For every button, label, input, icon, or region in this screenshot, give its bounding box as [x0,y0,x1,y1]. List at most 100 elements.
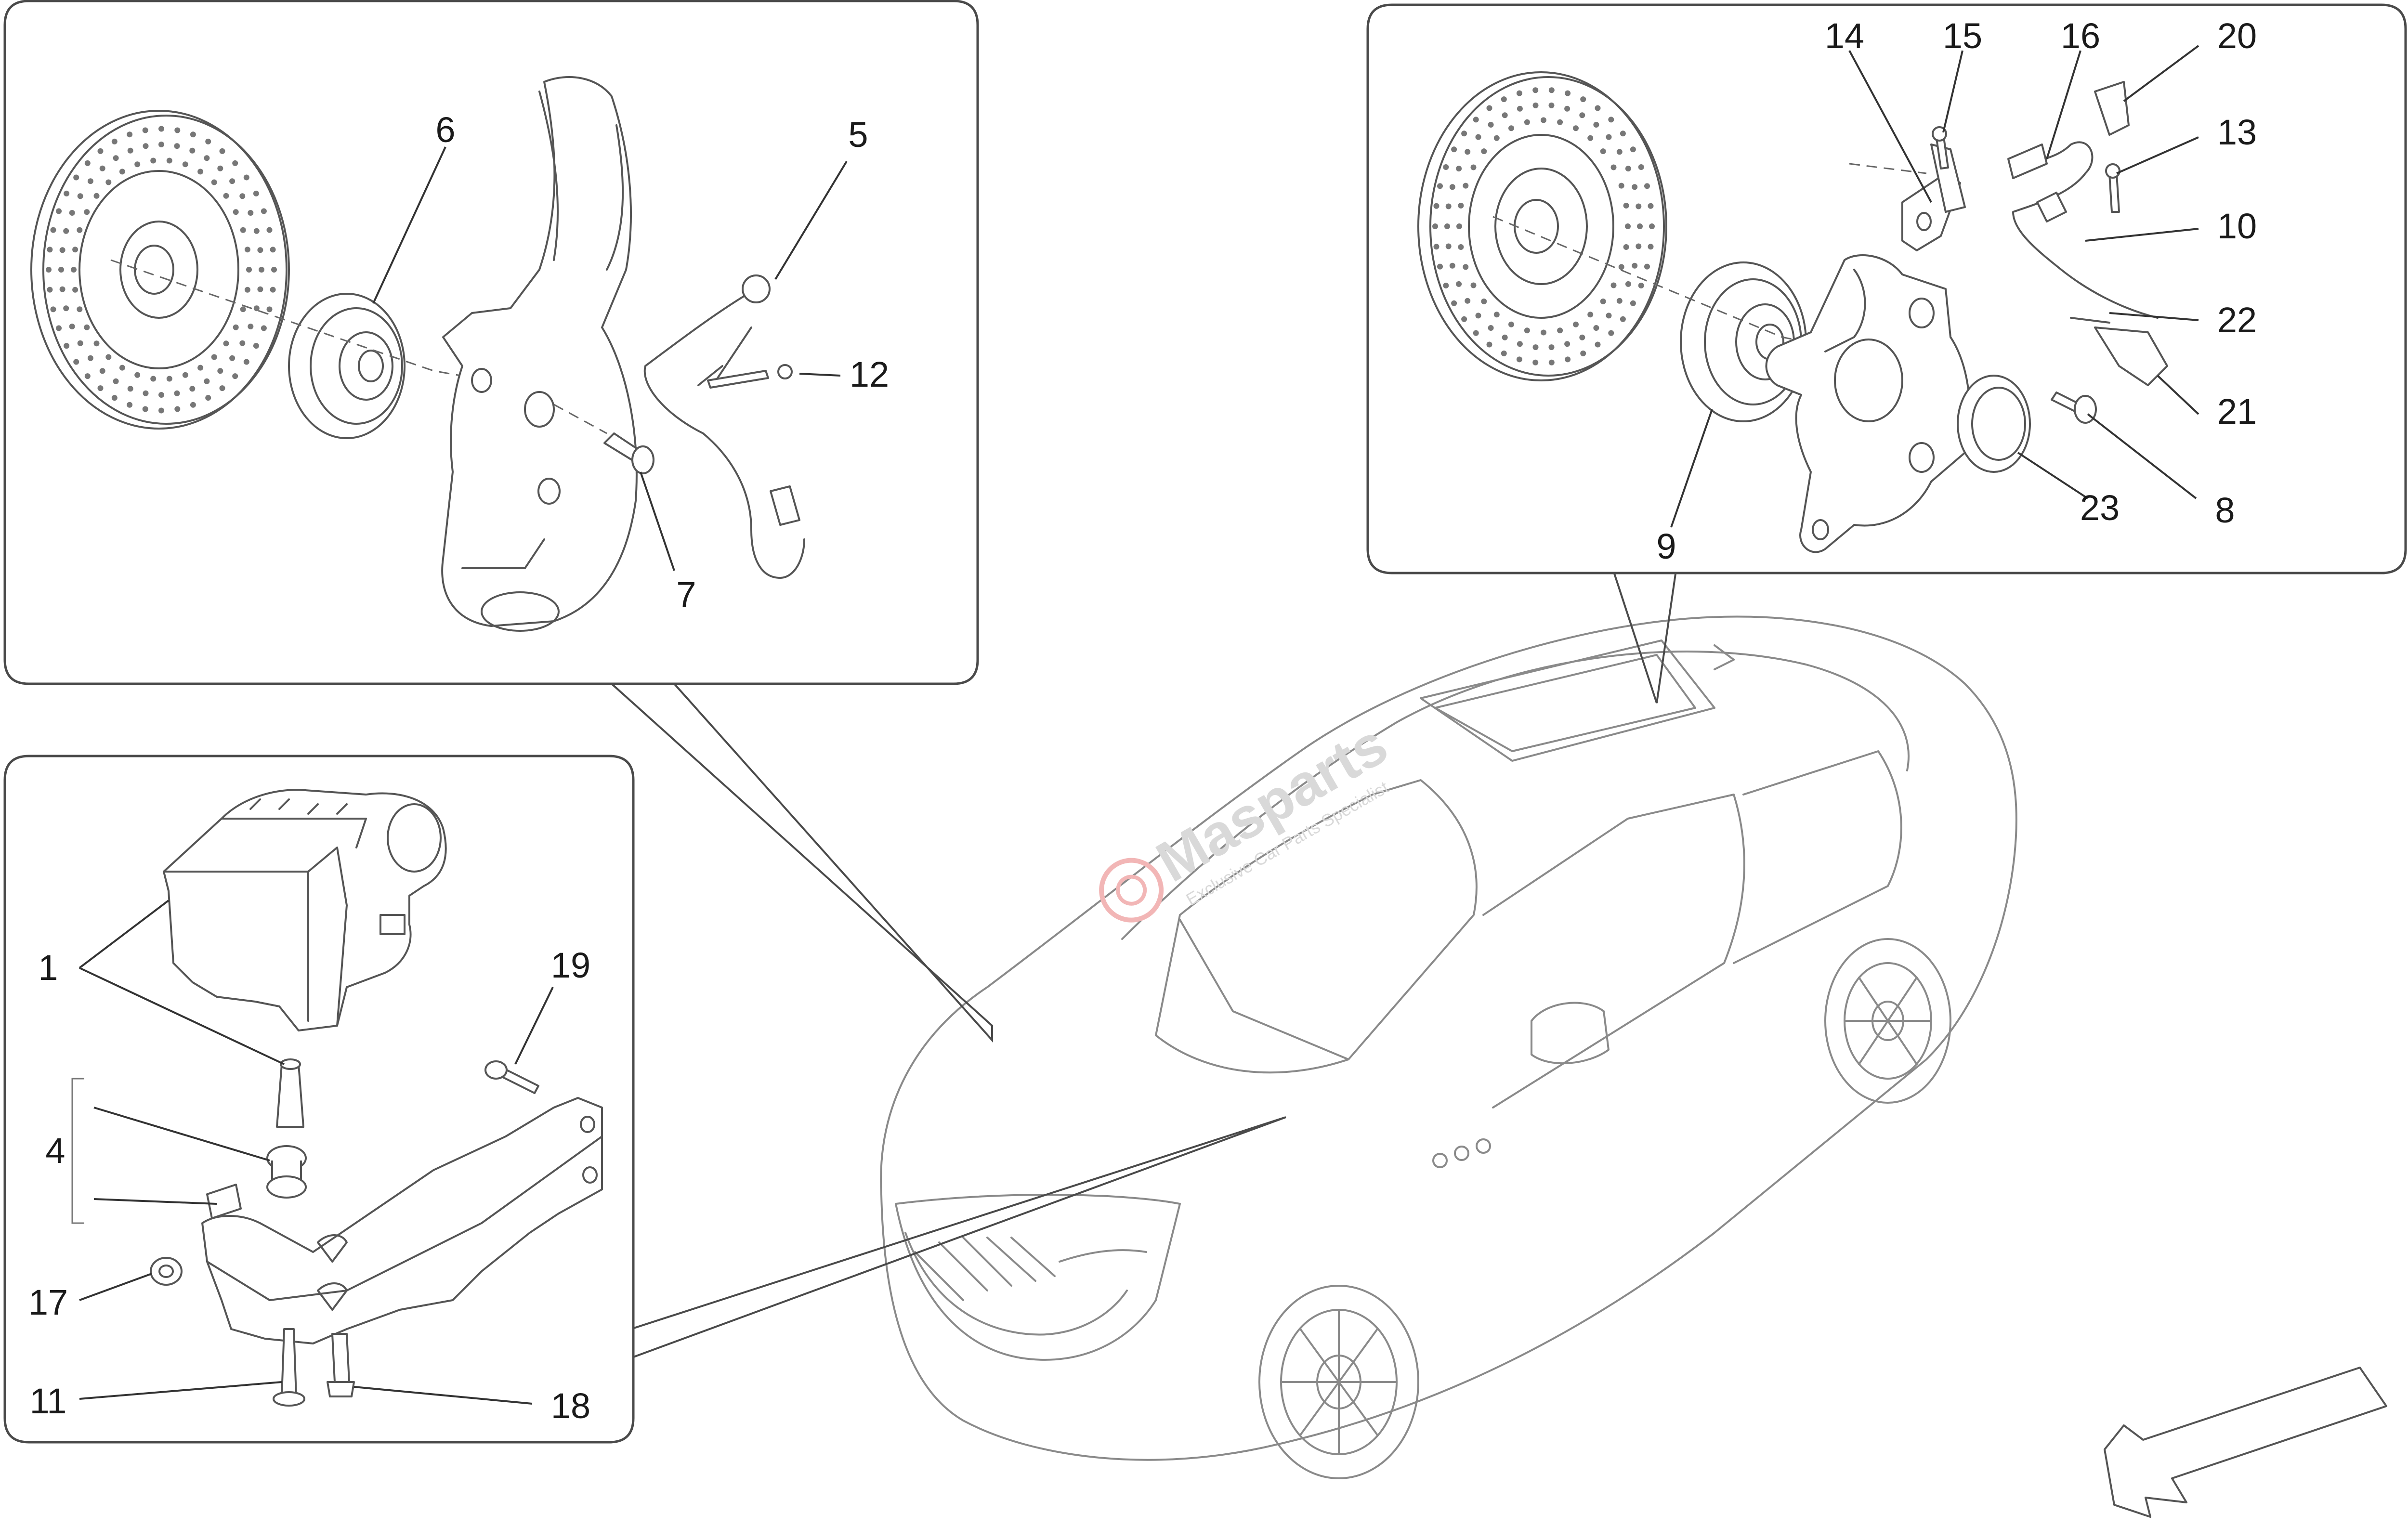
disc-hole [113,155,119,161]
disc-hole [1517,341,1523,347]
disc-hole [1606,134,1612,140]
disc-hole [1502,334,1508,340]
disc-hole [182,372,188,378]
disc-hole [1461,130,1467,137]
disc-hole [1595,341,1601,348]
disc-hole [127,386,133,392]
rear-bracket-screw [1932,126,1949,170]
disc-hole [47,247,53,253]
disc-hole [1444,223,1450,229]
disc-hole [1516,90,1522,96]
disc-hole [270,247,276,253]
disc-hole [134,161,141,168]
disc-hole [87,178,93,184]
disc-hole [211,179,217,185]
disc-hole [1557,327,1563,334]
disc-hole [1502,112,1508,118]
disc-hole [1443,164,1449,170]
disc-hole [1580,350,1586,356]
disc-hole [248,210,254,216]
disc-hole [240,227,246,233]
rear-sensor-clip [2094,81,2130,136]
disc-hole [1486,341,1492,348]
disc-hole [1620,130,1626,137]
disc-hole [1541,117,1546,123]
disc-hole [1473,330,1479,336]
disc-hole [248,324,254,329]
front-steering-knuckle [441,76,638,632]
disc-hole [1548,344,1555,351]
disc-hole [1493,135,1500,141]
front-brake-disc [30,110,290,430]
disc-hole [1580,96,1586,103]
disc-hole [1443,283,1449,288]
disc-hole [233,209,239,215]
rear-sensor-screw [2105,163,2120,213]
disc-hole [266,306,273,313]
disc-hole [1579,334,1585,340]
disc-hole [219,385,225,391]
disc-hole [232,160,238,166]
disc-hole [1587,135,1594,141]
label-part-11: 11 [30,1381,67,1421]
disc-hole [1508,125,1514,131]
disc-hole [97,148,104,154]
abs-stud-18 [327,1333,355,1397]
disc-hole [158,142,164,147]
rear-hub-carrier [1765,254,1971,553]
disc-hole [111,138,118,144]
disc-hole [1449,262,1455,269]
disc-hole [182,161,188,168]
disc-hole [166,376,172,382]
label-part-16: 16 [2061,16,2100,56]
disc-hole [1565,356,1571,363]
disc-hole [233,324,239,330]
disc-hole [1470,164,1477,170]
disc-hole [239,340,246,346]
disc-hole [244,247,250,253]
disc-hole [174,406,181,412]
disc-hole [1473,117,1479,123]
disc-hole [1437,183,1443,189]
label-part-7: 7 [676,574,696,614]
disc-hole [58,267,64,273]
disc-hole [56,325,62,331]
label-part-18: 18 [551,1386,590,1426]
disc-hole [1564,341,1570,347]
disc-hole [111,395,118,401]
disc-hole [1451,300,1457,306]
label-part-13: 13 [2217,112,2257,152]
disc-hole [50,306,56,313]
disc-hole [119,365,125,371]
disc-hole [1445,243,1452,249]
disc-hole [63,228,69,234]
disc-hole [1616,149,1623,155]
disc-hole [1465,149,1471,155]
disc-hole [1610,164,1617,170]
abs-nut [150,1257,183,1286]
label-part-4: 4 [45,1131,65,1171]
disc-hole [1532,102,1539,108]
watermark: Masparts Exclusive Car Parts Specialist [1099,712,1398,923]
rear-brake-disc [1417,71,1667,381]
disc-hole [197,365,204,371]
disc-hole [1623,203,1629,209]
label-part-8: 8 [2215,490,2235,530]
disc-hole [69,210,75,216]
disc-hole [142,127,148,133]
front-sensor-screw [707,364,793,389]
disc-hole [217,368,223,374]
rear-wheel-speed-sensor [2007,141,2159,319]
disc-hole [71,267,77,273]
disc-hole [232,373,238,379]
disc-hole [1573,321,1579,327]
disc-hole [1573,125,1579,131]
disc-hole [253,343,259,349]
label-part-14: 14 [1825,16,1864,56]
disc-hole [59,247,65,253]
disc-hole [1488,122,1494,128]
disc-hole [211,354,217,360]
disc-hole [253,305,260,312]
disc-hole [223,193,229,199]
